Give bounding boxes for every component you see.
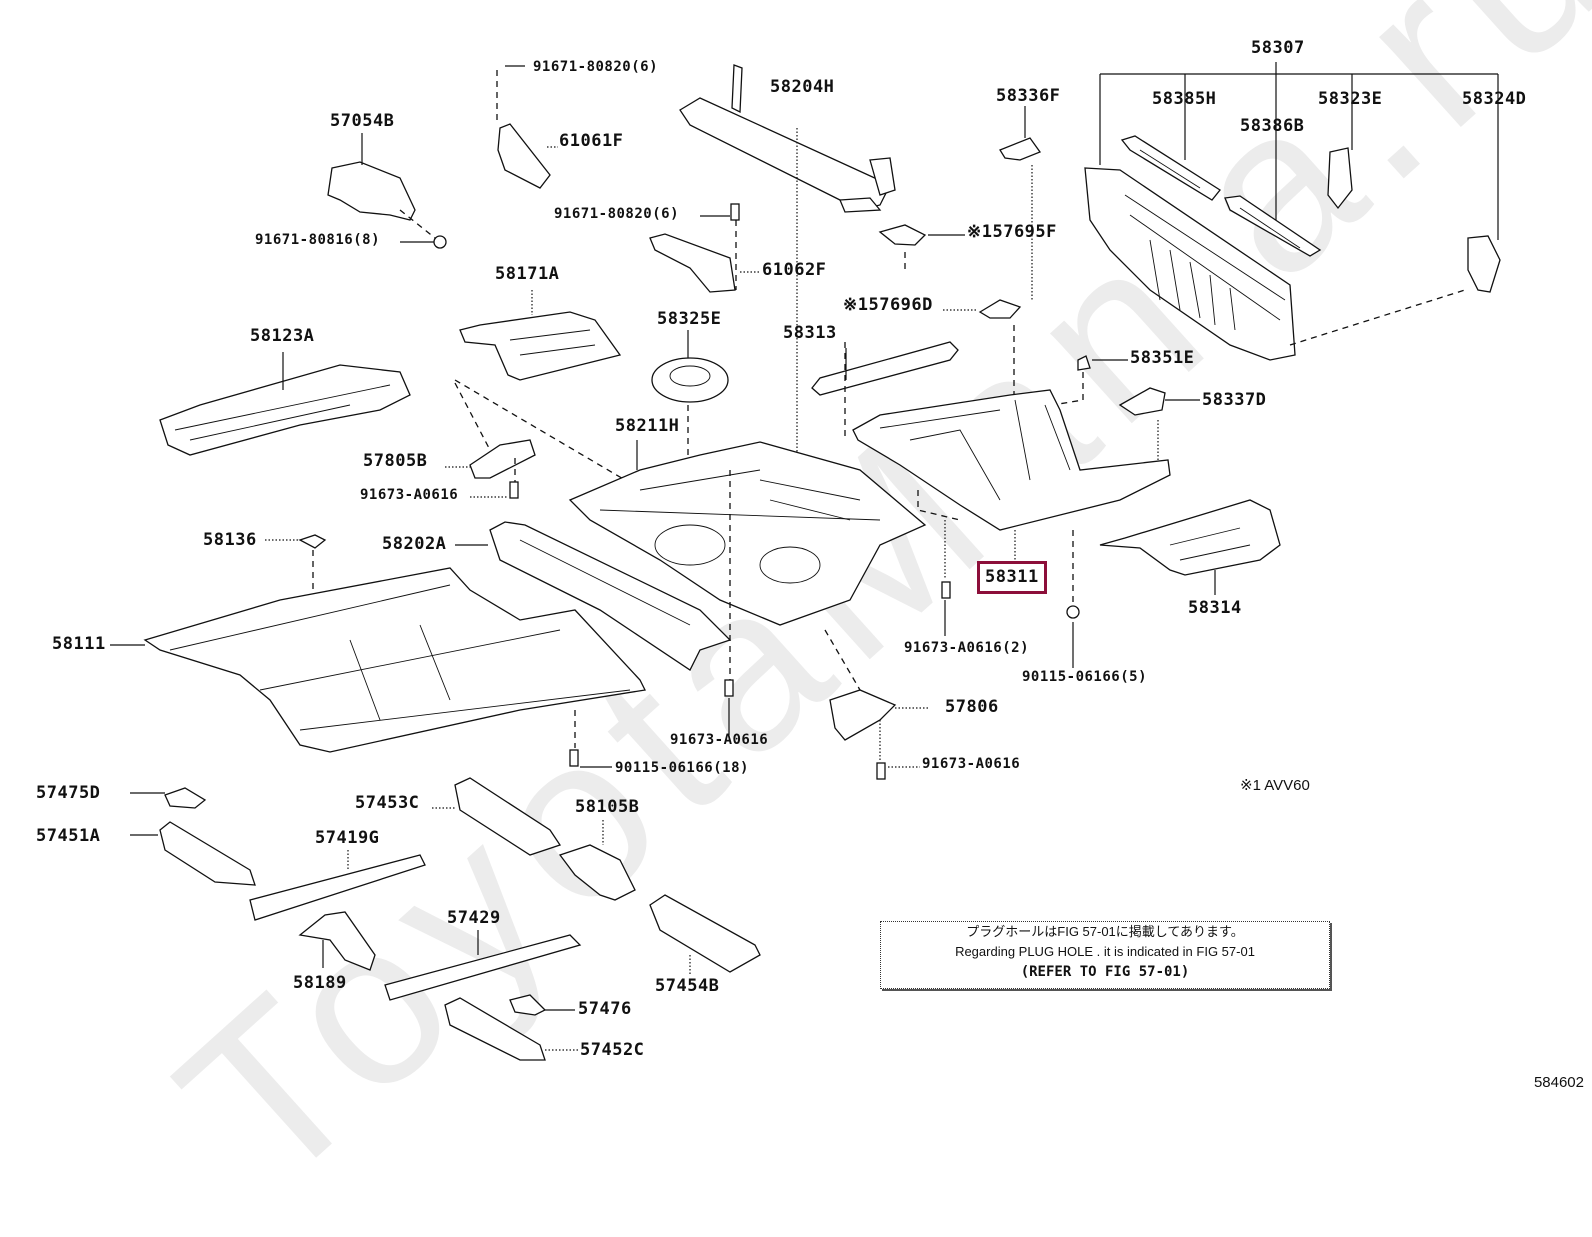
- back-panel-shape: [1084, 167, 1466, 361]
- bolts: [569, 520, 1080, 780]
- part-label-157695F[interactable]: ※157695F: [967, 222, 1057, 242]
- plug-hole-note-box: プラグホールはFIG 57-01に掲載してあります。 Regarding PLU…: [880, 921, 1330, 989]
- rail-58313-shape: [811, 341, 959, 440]
- member-57452C-shape: [444, 997, 578, 1061]
- part-label-91671-80820-a[interactable]: 91671-80820(6): [533, 59, 659, 75]
- part-label-58324D[interactable]: 58324D: [1462, 89, 1527, 109]
- part-label-57452C[interactable]: 57452C: [580, 1040, 645, 1060]
- note-line-refer[interactable]: (REFER TO FIG 57-01): [1020, 964, 1190, 980]
- bracket-58324D-shape: [1467, 235, 1501, 293]
- part-label-90115-06166-5[interactable]: 90115-06166(5): [1022, 669, 1148, 685]
- part-label-58386B[interactable]: 58386B: [1240, 116, 1305, 136]
- part-label-61062F[interactable]: 61062F: [762, 260, 827, 280]
- part-label-57805B[interactable]: 57805B: [363, 451, 428, 471]
- part-label-57453C[interactable]: 57453C: [355, 793, 420, 813]
- side-member-58123A-shape: [159, 352, 411, 456]
- part-label-58307[interactable]: 58307: [1251, 38, 1305, 58]
- center-floor-58211H-shape: [568, 440, 927, 691]
- part-label-58171A[interactable]: 58171A: [495, 264, 560, 284]
- part-label-91673-A0616-a[interactable]: 91673-A0616: [360, 487, 459, 503]
- cross-member-58204H-shape: [679, 64, 896, 560]
- part-label-58311-selected[interactable]: 58311: [977, 561, 1047, 594]
- brace-58189-shape: [298, 911, 376, 971]
- diagram-artwork: [110, 62, 1501, 1061]
- part-label-58351E[interactable]: 58351E: [1130, 348, 1195, 368]
- member-57453C-shape: [432, 777, 562, 856]
- part-label-57475D[interactable]: 57475D: [36, 783, 101, 803]
- bracket-57475D-shape: [130, 787, 207, 809]
- part-label-58189[interactable]: 58189: [293, 973, 347, 993]
- note-line-english: Regarding PLUG HOLE . it is indicated in…: [955, 944, 1255, 959]
- part-label-58111[interactable]: 58111: [52, 634, 106, 654]
- part-label-58202A[interactable]: 58202A: [382, 534, 447, 554]
- reinforcement-58386B-shape: [1224, 195, 1322, 257]
- part-label-57054B[interactable]: 57054B: [330, 111, 395, 131]
- bracket-58337D-shape: [1118, 387, 1200, 460]
- part-label-57476[interactable]: 57476: [578, 999, 632, 1019]
- mount-57054B-shape: [327, 133, 447, 249]
- part-label-58325E[interactable]: 58325E: [657, 309, 722, 329]
- part-label-58314[interactable]: 58314: [1188, 598, 1242, 618]
- part-label-91673-A0616-2[interactable]: 91673-A0616(2): [904, 640, 1030, 656]
- sill-57419G-shape: [249, 850, 426, 921]
- part-label-58337D[interactable]: 58337D: [1202, 390, 1267, 410]
- sill-57429-shape: [384, 930, 582, 1001]
- part-label-57429[interactable]: 57429: [447, 908, 501, 928]
- part-label-58336F[interactable]: 58336F: [996, 86, 1061, 106]
- bracket-61061F-shape: [496, 65, 558, 189]
- part-label-91671-80820-b[interactable]: 91671-80820(6): [554, 206, 680, 222]
- part-label-58313[interactable]: 58313: [783, 323, 837, 343]
- part-label-57419G[interactable]: 57419G: [315, 828, 380, 848]
- note-line-japanese: プラグホールはFIG 57-01に掲載してあります。: [966, 924, 1244, 939]
- part-label-91673-A0616-c[interactable]: 91673-A0616: [922, 756, 1021, 772]
- reinforcement-58385H-shape: [1120, 135, 1221, 201]
- part-label-58204H[interactable]: 58204H: [770, 77, 835, 97]
- pan-58171A-shape: [454, 290, 626, 481]
- rear-floor-pan-58311-shape: [852, 389, 1171, 560]
- pad-58325E-shape: [651, 330, 729, 540]
- part-label-58211H[interactable]: 58211H: [615, 416, 680, 436]
- member-57451A-shape: [130, 821, 256, 886]
- part-label-90115-06166-18[interactable]: 90115-06166(18): [615, 760, 749, 776]
- part-label-91671-80816[interactable]: 91671-80816(8): [255, 232, 381, 248]
- assembly-bracket-58307: [1099, 62, 1499, 240]
- part-label-91673-A0616-b[interactable]: 91673-A0616: [670, 732, 769, 748]
- panel-58314-shape: [1099, 499, 1281, 595]
- bracket-57805B-shape: [445, 439, 536, 499]
- bracket-58105B-shape: [558, 820, 636, 901]
- figure-number: 584602: [1533, 1074, 1584, 1091]
- footnote-avv60: ※1 AVV60: [1240, 777, 1310, 794]
- parts-diagram: ToyotaMania.ru: [36, 0, 1592, 1234]
- bracket-58323E-shape: [1327, 147, 1353, 210]
- part-label-57454B[interactable]: 57454B: [655, 976, 720, 996]
- part-label-57451A[interactable]: 57451A: [36, 826, 101, 846]
- part-label-58105B[interactable]: 58105B: [575, 797, 640, 817]
- bracket-58336F-shape: [999, 106, 1042, 300]
- part-label-57806[interactable]: 57806: [945, 697, 999, 717]
- patch-157695F-shape: [878, 224, 965, 270]
- bracket-57476-shape: [509, 994, 575, 1016]
- member-57454B-shape: [649, 894, 761, 975]
- tunnel-58202A-shape: [455, 521, 732, 671]
- bracket-61062F-shape: [649, 203, 760, 293]
- part-label-61061F[interactable]: 61061F: [559, 131, 624, 151]
- part-label-58385H[interactable]: 58385H: [1152, 89, 1217, 109]
- part-label-58323E[interactable]: 58323E: [1318, 89, 1383, 109]
- part-label-157696D[interactable]: ※157696D: [843, 295, 933, 315]
- part-label-58136[interactable]: 58136: [203, 530, 257, 550]
- front-floor-58111-shape: [110, 567, 646, 753]
- bracket-57806-shape: [829, 689, 928, 741]
- part-label-58123A[interactable]: 58123A: [250, 326, 315, 346]
